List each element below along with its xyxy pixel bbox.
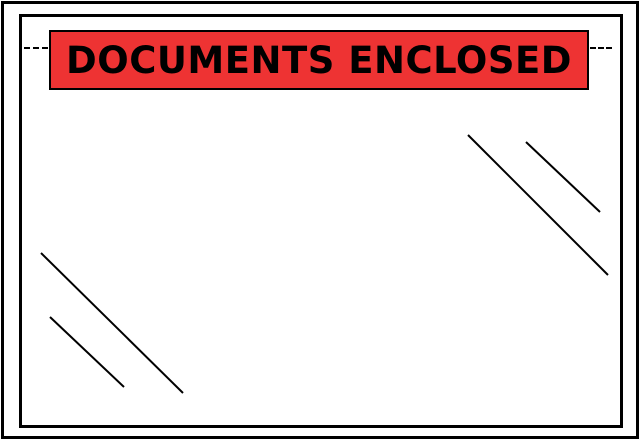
perforation-right [590,47,612,49]
perforation-left [24,47,48,49]
documents-enclosed-label: DOCUMENTS ENCLOSED [49,30,589,90]
envelope-window-border [19,14,623,428]
